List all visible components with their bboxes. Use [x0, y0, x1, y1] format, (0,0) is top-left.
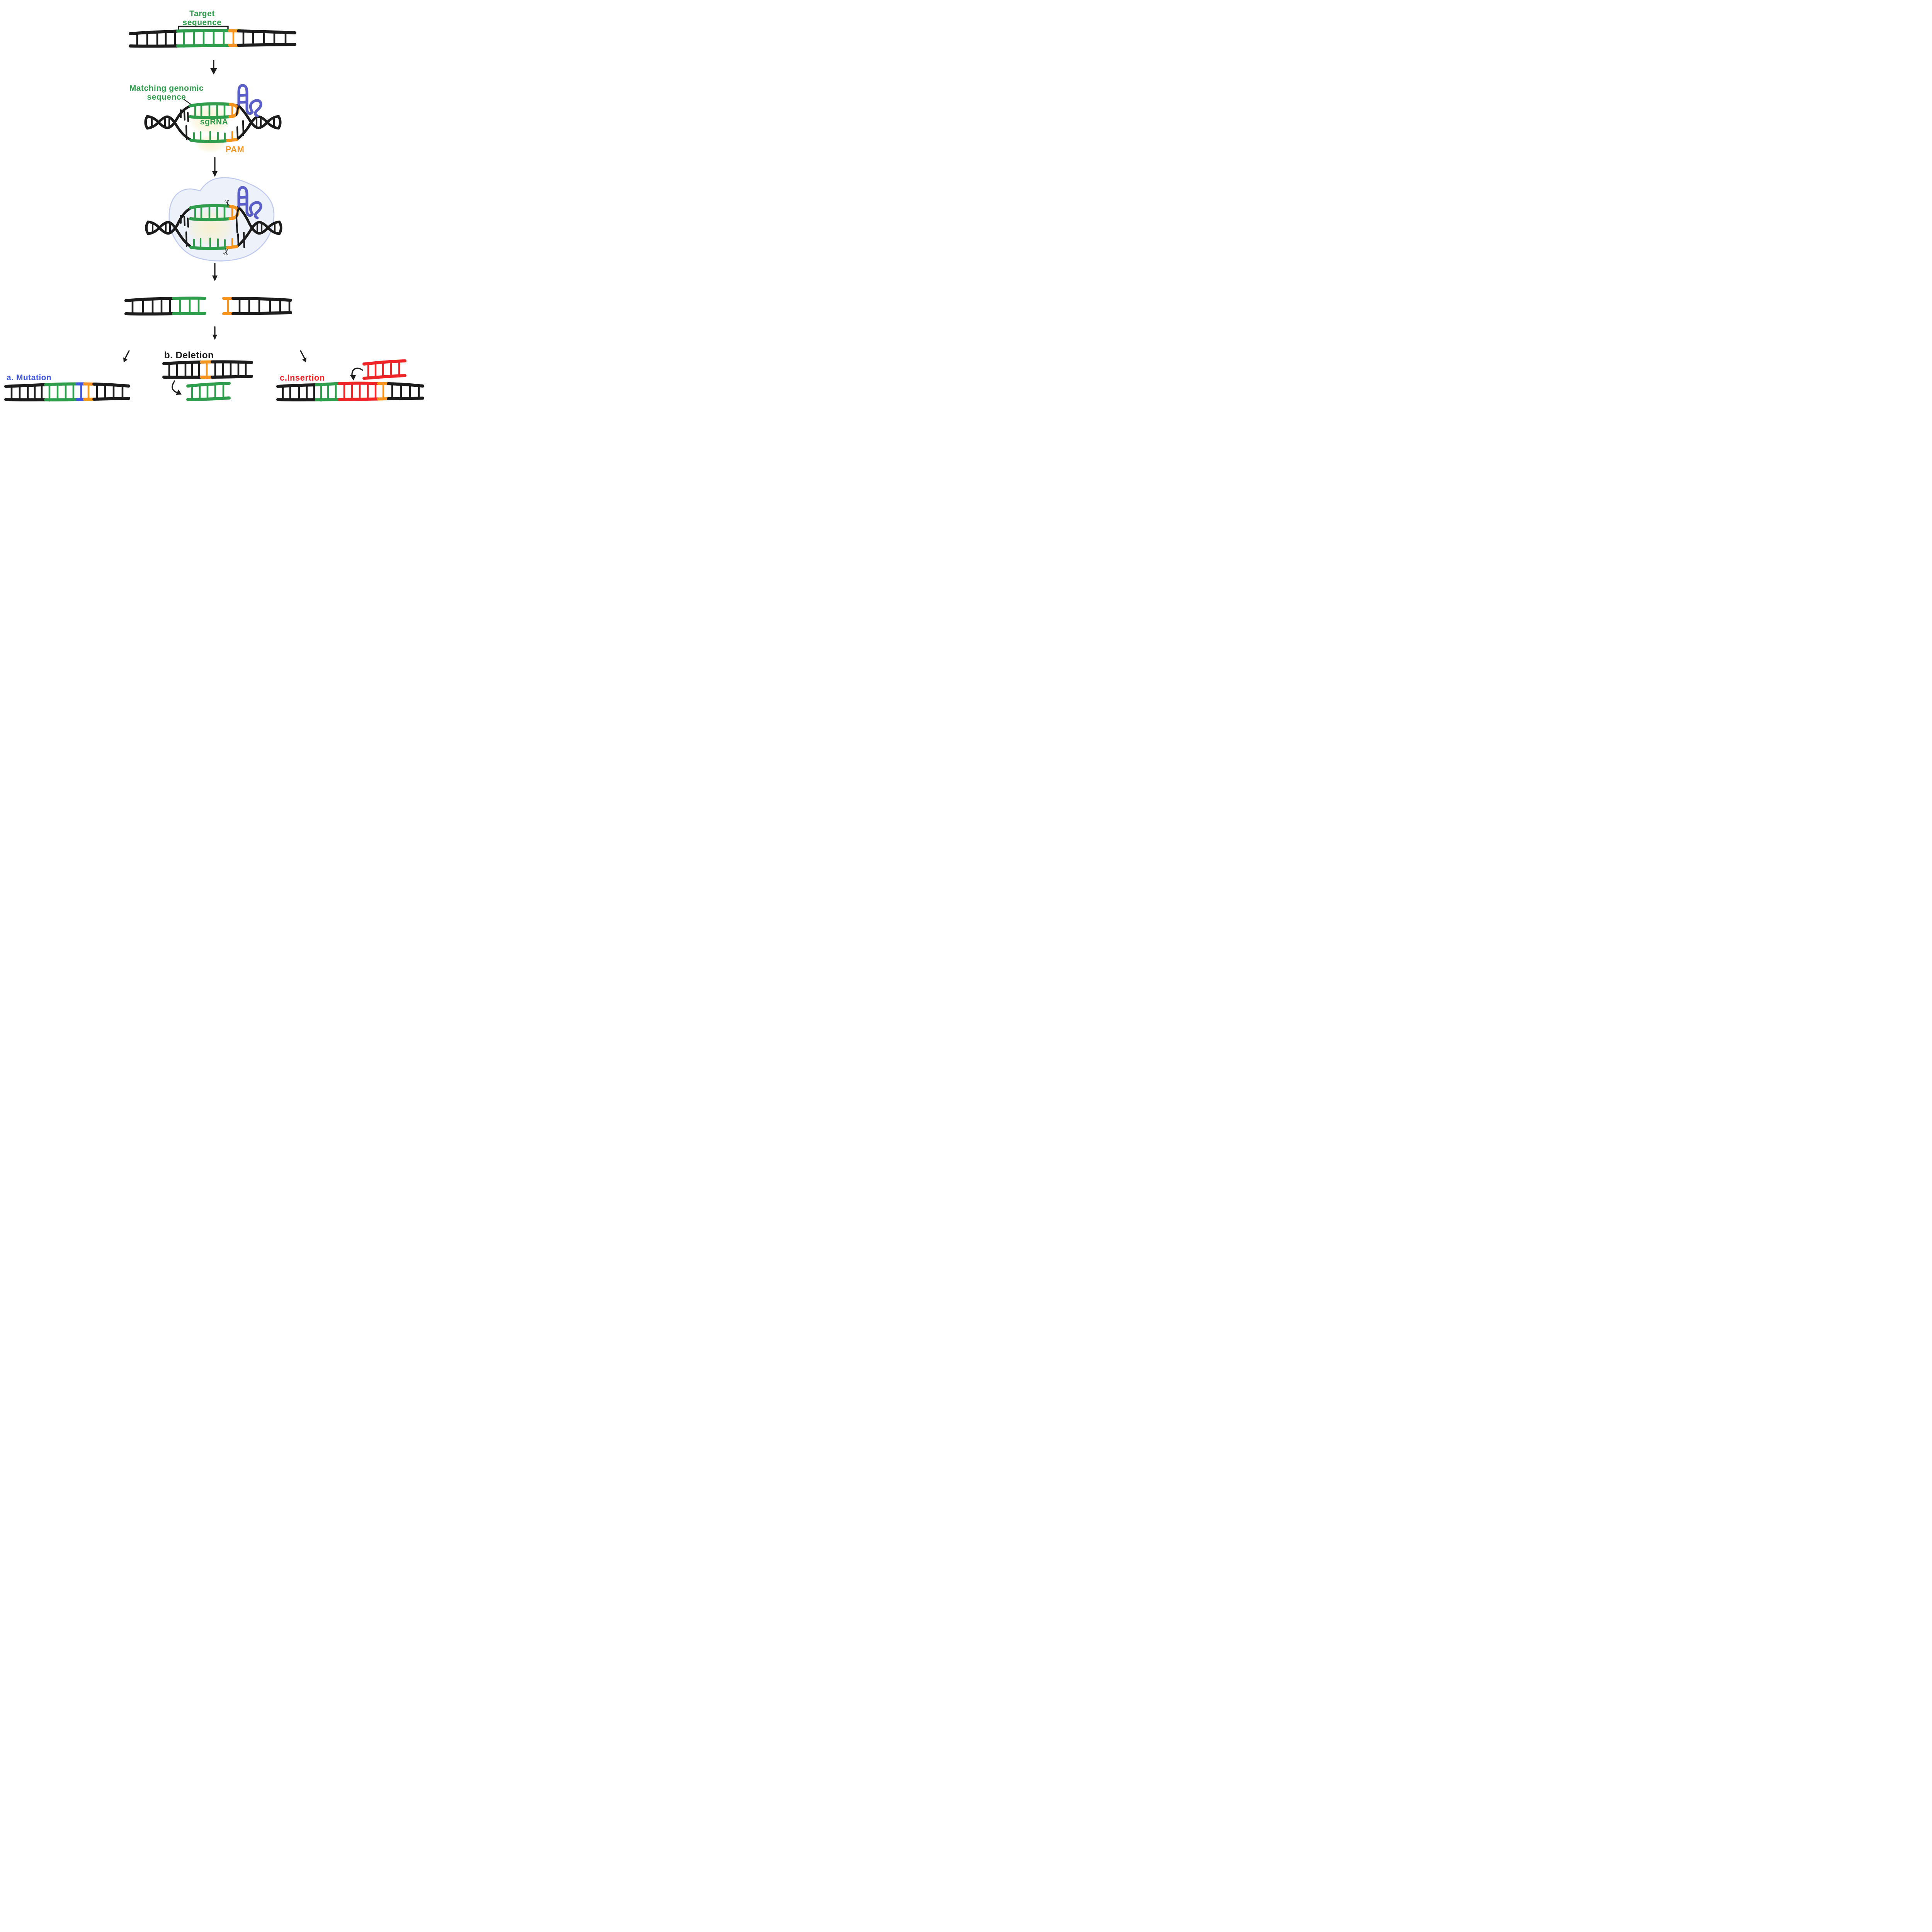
down-arrow-icon-3 [212, 263, 218, 281]
rungs-black-right [242, 30, 287, 46]
dna-helix-left [146, 116, 177, 128]
target-bracket [178, 26, 229, 30]
section-cas9-cleavage: ✂ ✂ [146, 177, 281, 262]
section-target-dna: Target sequence [129, 9, 296, 48]
outcome-deletion: b. Deletion [162, 350, 253, 401]
mutation-ladder [4, 382, 130, 402]
target-sequence-label-line2: sequence [183, 18, 222, 27]
branch-arrow-icon-left [123, 350, 130, 362]
deletion-label: b. Deletion [164, 350, 214, 361]
down-arrow-icon-4 [213, 326, 217, 340]
sgrna-label: sgRNA [200, 117, 228, 126]
denatured-bubble [175, 102, 251, 143]
down-arrow-icon-2 [212, 157, 218, 177]
bottom-strand-green [189, 139, 229, 143]
outcome-insertion: c.Insertion [276, 359, 424, 402]
deleted-fragment-arrow-icon [172, 380, 182, 395]
branch-arrow-icon-right [300, 350, 306, 362]
base-ticks [180, 109, 245, 143]
deleted-green-fragment [186, 382, 231, 401]
section-cut-dna [124, 296, 292, 316]
section-sgrna-binding: Matching genomic sequence [129, 84, 280, 154]
cut-fragment-right [222, 297, 292, 315]
inserted-red-fragment [362, 359, 406, 380]
matching-genomic-label-line2: sequence [147, 93, 186, 102]
deletion-ladder [162, 360, 253, 379]
insertion-label: c.Insertion [280, 373, 325, 383]
dna-helix-right [249, 116, 280, 128]
insertion-result-ladder [276, 381, 424, 402]
rungs-green-target [183, 29, 225, 48]
dna-ladder-target [129, 29, 296, 48]
target-sequence-label-line1: Target [189, 9, 215, 18]
cut-fragment-left [124, 296, 206, 316]
pam-label: PAM [226, 145, 245, 154]
sgrna-duplex [189, 102, 240, 119]
base-ticks [180, 214, 245, 250]
down-arrow-icon-1 [210, 60, 217, 75]
crispr-diagram: Target sequence [0, 0, 426, 410]
outcome-mutation: a. Mutation [4, 373, 130, 402]
mutation-label: a. Mutation [7, 373, 51, 382]
matching-genomic-label-line1: Matching genomic [129, 84, 204, 93]
rungs-black-left [136, 30, 176, 47]
glow-highlight [186, 208, 235, 247]
glow-highlight [188, 104, 231, 135]
sgrna-scaffold-loop [236, 85, 261, 116]
insertion-arrow-icon [350, 367, 363, 381]
